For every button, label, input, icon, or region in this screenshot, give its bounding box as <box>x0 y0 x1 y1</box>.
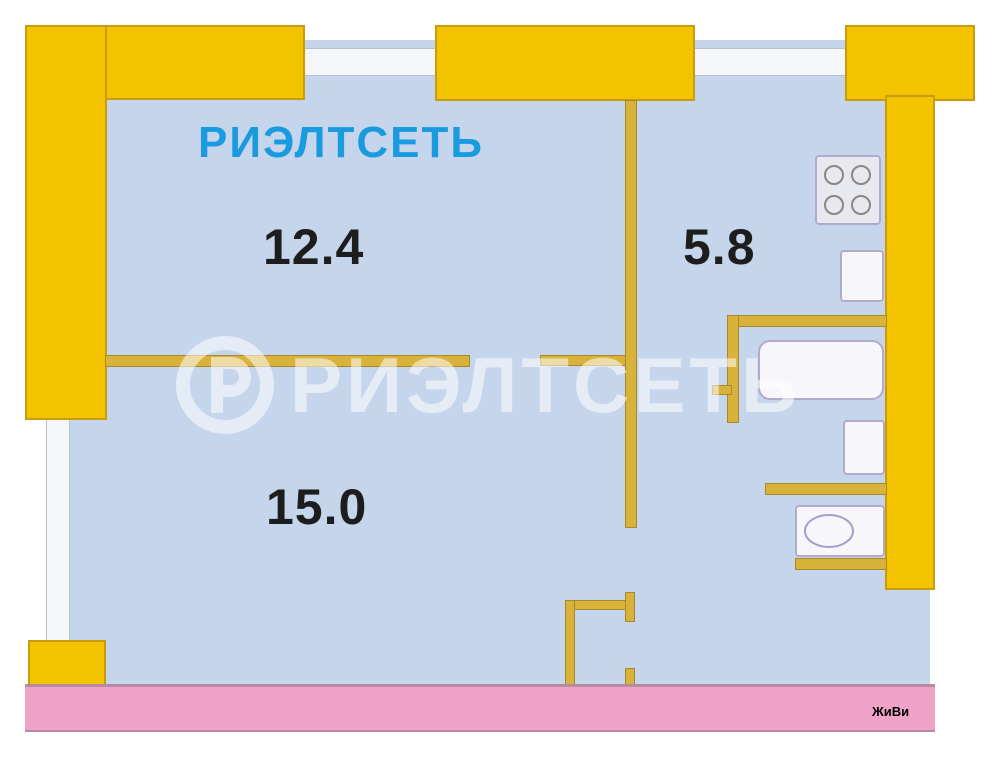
partition-bath-stub <box>712 385 732 395</box>
room-area-lower-left: 15.0 <box>266 479 368 535</box>
stove-icon <box>815 155 881 225</box>
window-top-left <box>300 48 440 76</box>
brand-label: РИЭЛТСЕТЬ <box>198 118 484 167</box>
partition-bath-side <box>727 315 739 423</box>
partition-kitchen <box>625 100 637 528</box>
partition-entry-stub <box>625 592 635 622</box>
bathtub-icon <box>758 340 884 400</box>
wall-top-right <box>845 25 975 101</box>
partition-wc-top <box>765 483 887 495</box>
balcony <box>25 684 935 732</box>
room-area-upper-left: 12.4 <box>263 219 365 275</box>
toilet-icon <box>795 505 885 557</box>
window-top-right <box>690 48 850 76</box>
toilet-bowl-icon <box>804 514 854 548</box>
partition-entry-v <box>565 600 575 688</box>
wall-left <box>25 25 107 420</box>
bathroom-sink-icon <box>843 420 885 475</box>
stove-burners-icon <box>824 165 871 215</box>
watermark-text: РИЭЛТСЕТЬ <box>290 341 802 429</box>
room-area-kitchen: 5.8 <box>683 219 756 275</box>
wall-bottom-left <box>28 640 106 690</box>
partition-bath-top <box>727 315 887 327</box>
kitchen-sink-icon <box>840 250 884 302</box>
wall-top-middle <box>435 25 695 101</box>
window-left <box>46 415 70 645</box>
watermark-logo-icon <box>175 335 275 440</box>
footer-credit: ЖиВи <box>872 704 910 719</box>
partition-wc-bottom <box>795 558 887 570</box>
wall-right <box>885 95 935 590</box>
